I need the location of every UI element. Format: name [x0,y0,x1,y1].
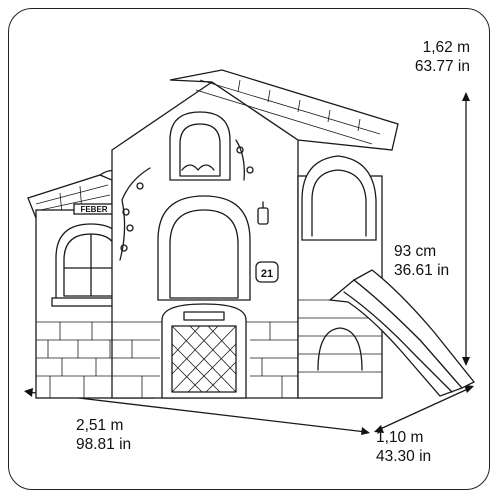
vine-decoration [119,139,254,261]
width-imperial: 98.81 in [76,436,132,453]
rounded-frame [8,8,490,490]
central-arch-window [157,195,251,301]
wall-lantern [257,201,269,225]
depth-metric: 1,10 m [376,429,424,446]
depth-dimension-line [374,385,474,433]
main-roof [169,69,399,151]
depth-imperial: 43.30 in [376,448,432,465]
slide [328,269,476,397]
width-dimension-label: 2,51 m 98.81 in [76,416,131,454]
inner-height-imperial: 36.61 in [394,262,450,279]
height-dimension-label: 1,62 m 63.77 in [415,38,470,76]
inner-height-dimension-label: 93 cm 36.61 in [394,242,449,280]
house-number-plaque: 21 [255,261,279,283]
door [161,303,247,399]
feber-plate: FEBER [73,203,115,215]
inner-height-metric: 93 cm [394,243,437,260]
upper-window [169,111,231,181]
width-dimension-line [24,388,370,435]
height-imperial: 63.77 in [414,58,470,75]
house-number-text: 21 [261,268,273,280]
feber-logo-text: FEBER [80,205,107,214]
height-dimension-line [462,92,470,366]
depth-dimension-label: 1,10 m 43.30 in [376,428,431,466]
width-metric: 2,51 m [76,417,124,434]
height-metric: 1,62 m [422,39,470,56]
